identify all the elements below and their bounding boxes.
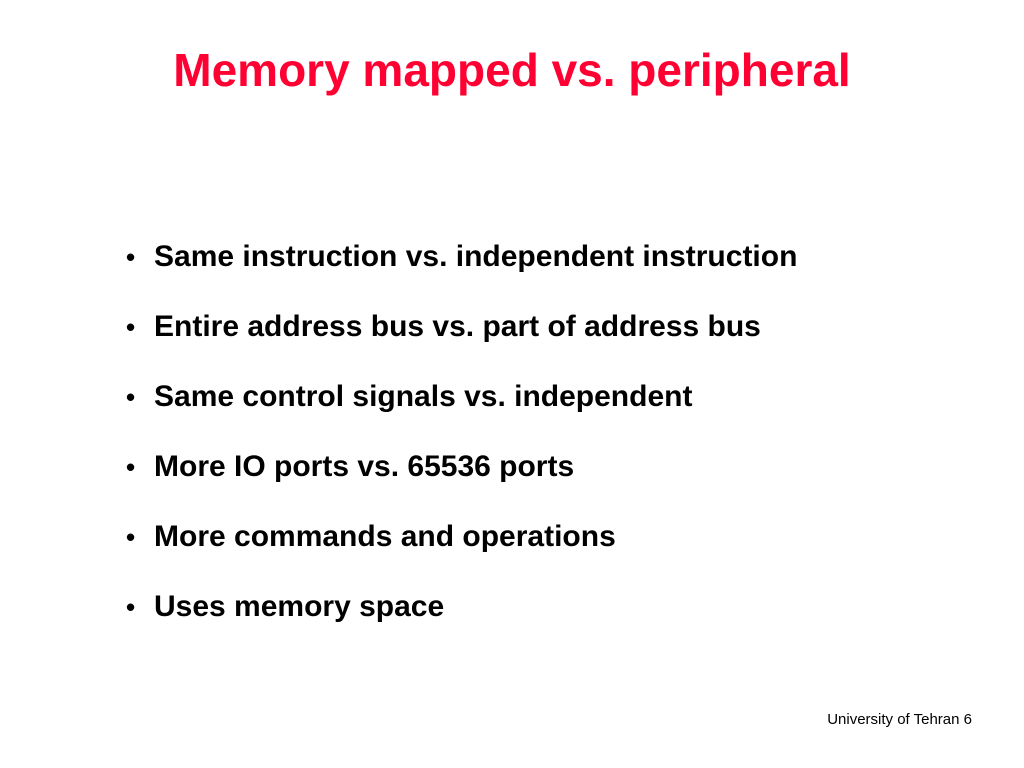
bullet-marker: •	[126, 312, 136, 342]
bullet-item: • Same instruction vs. independent instr…	[126, 236, 986, 306]
bullet-marker: •	[126, 522, 136, 552]
bullet-text: More IO ports vs. 65536 ports	[154, 450, 575, 483]
bullet-marker: •	[126, 382, 136, 412]
bullet-marker: •	[126, 592, 136, 622]
bullet-item: • More IO ports vs. 65536 ports	[126, 446, 986, 516]
bullet-list: • Same instruction vs. independent instr…	[126, 236, 986, 656]
bullet-marker: •	[126, 242, 136, 272]
bullet-marker: •	[126, 452, 136, 482]
bullet-item: • Entire address bus vs. part of address…	[126, 306, 986, 376]
bullet-item: • Same control signals vs. independent	[126, 376, 986, 446]
slide-footer: University of Tehran 6	[827, 711, 972, 728]
bullet-text: Entire address bus vs. part of address b…	[154, 310, 761, 343]
slide-title: Memory mapped vs. peripheral	[173, 44, 851, 96]
bullet-text: More commands and operations	[154, 520, 616, 553]
bullet-text: Uses memory space	[154, 590, 445, 623]
bullet-text: Same control signals vs. independent	[154, 380, 693, 413]
bullet-item: • Uses memory space	[126, 586, 986, 656]
bullet-text: Same instruction vs. independent instruc…	[154, 240, 798, 273]
bullet-item: • More commands and operations	[126, 516, 986, 586]
